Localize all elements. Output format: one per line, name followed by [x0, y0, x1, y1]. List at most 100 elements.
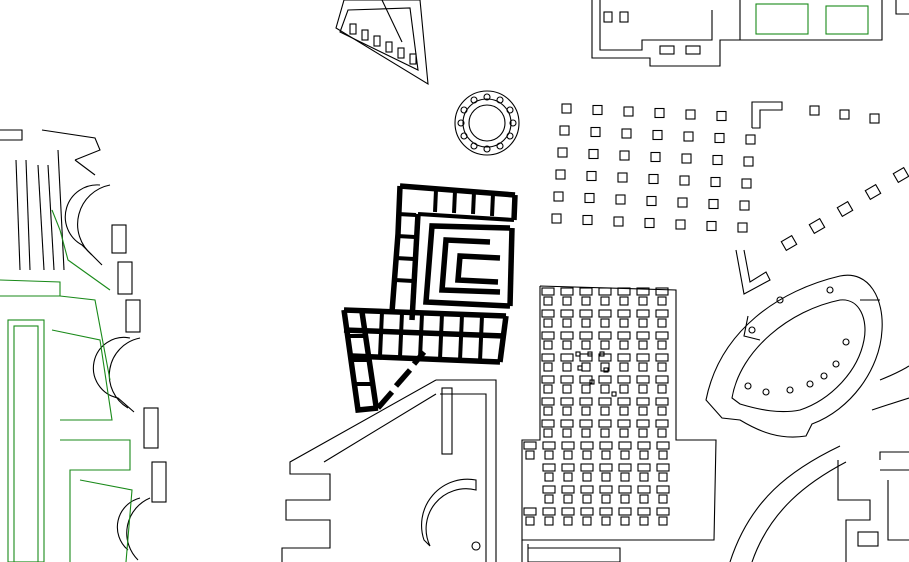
colonnade-pier	[586, 170, 597, 182]
complex-room	[636, 331, 650, 340]
complex-room	[563, 494, 573, 504]
complex-room	[617, 375, 631, 384]
circular-tholos	[454, 90, 520, 156]
complex-room	[562, 296, 572, 306]
complex-room	[579, 287, 593, 296]
complex-room	[618, 463, 632, 472]
complex-room	[543, 384, 553, 394]
complex-room	[562, 406, 572, 416]
complex-room	[560, 331, 574, 340]
complex-room	[582, 450, 592, 460]
complex-room	[657, 362, 667, 372]
complex-room	[562, 428, 572, 438]
complex-room	[600, 428, 610, 438]
colonnade-pier	[621, 128, 632, 139]
complex-room	[541, 309, 555, 318]
complex-room	[544, 516, 554, 526]
colonnade-pier	[557, 147, 568, 158]
complex-room	[617, 331, 631, 340]
complex-room	[619, 428, 629, 438]
complex-room	[636, 397, 650, 406]
complex-room	[581, 340, 591, 350]
colonnade-pier	[681, 153, 692, 164]
complex-room	[657, 296, 667, 306]
complex-room	[619, 362, 629, 372]
complex-room	[541, 287, 555, 296]
complex-room	[542, 463, 556, 472]
colonnade-pier	[716, 110, 727, 122]
complex-room	[657, 428, 667, 438]
complex-room	[617, 397, 631, 406]
complex-room	[638, 296, 648, 306]
complex-room	[600, 318, 610, 328]
complex-room	[620, 450, 630, 460]
complex-room	[579, 419, 593, 428]
complex-room	[599, 485, 613, 494]
colonnade-pier	[708, 198, 719, 210]
complex-room	[581, 318, 591, 328]
complex-room	[655, 375, 669, 384]
complex-room	[563, 516, 573, 526]
complex-room	[638, 340, 648, 350]
complex-room	[655, 353, 669, 362]
complex-room	[657, 384, 667, 394]
dense-room-complex	[521, 285, 717, 541]
colonnade-pier	[648, 173, 659, 185]
complex-room	[637, 485, 651, 494]
complex-room	[638, 428, 648, 438]
colonnade-pier	[679, 175, 690, 186]
complex-room	[560, 287, 574, 296]
colonnade-pier	[646, 195, 657, 207]
complex-room	[655, 419, 669, 428]
complex-room	[636, 353, 650, 362]
complex-room	[561, 485, 575, 494]
complex-room	[637, 507, 651, 516]
complex-room	[525, 516, 535, 526]
complex-room	[560, 397, 574, 406]
complex-room	[619, 340, 629, 350]
complex-room	[542, 485, 556, 494]
complex-boundary	[521, 285, 717, 541]
complex-room	[598, 287, 612, 296]
complex-room	[598, 397, 612, 406]
complex-room	[543, 340, 553, 350]
complex-room	[579, 397, 593, 406]
complex-room	[579, 309, 593, 318]
southwest-building	[281, 379, 497, 562]
complex-room	[582, 516, 592, 526]
complex-room	[544, 450, 554, 460]
complex-room	[599, 463, 613, 472]
complex-room	[601, 450, 611, 460]
complex-room	[637, 441, 651, 450]
colonnade-grid	[551, 103, 880, 233]
complex-room	[600, 340, 610, 350]
colonnade-pier	[561, 103, 572, 114]
complex-room	[599, 507, 613, 516]
complex-room	[598, 353, 612, 362]
complex-room	[655, 287, 669, 296]
colonnade-pier	[869, 113, 880, 124]
complex-room	[541, 397, 555, 406]
complex-room	[580, 507, 594, 516]
complex-room	[563, 450, 573, 460]
complex-room	[636, 375, 650, 384]
colonnade-pier	[551, 213, 562, 224]
complex-pier	[603, 367, 609, 373]
complex-room	[582, 494, 592, 504]
complex-room	[601, 494, 611, 504]
complex-room	[541, 331, 555, 340]
colonnade-pier	[590, 126, 601, 138]
complex-room	[618, 485, 632, 494]
complex-room	[580, 441, 594, 450]
complex-room	[581, 362, 591, 372]
oval-amphitheatre-plan	[705, 274, 883, 438]
complex-room	[618, 441, 632, 450]
colonnade-pier	[710, 176, 721, 188]
complex-room	[657, 340, 667, 350]
colonnade-pier	[615, 194, 626, 205]
complex-room	[598, 331, 612, 340]
complex-room	[619, 384, 629, 394]
angled-building-north	[335, 0, 429, 86]
complex-room	[637, 463, 651, 472]
